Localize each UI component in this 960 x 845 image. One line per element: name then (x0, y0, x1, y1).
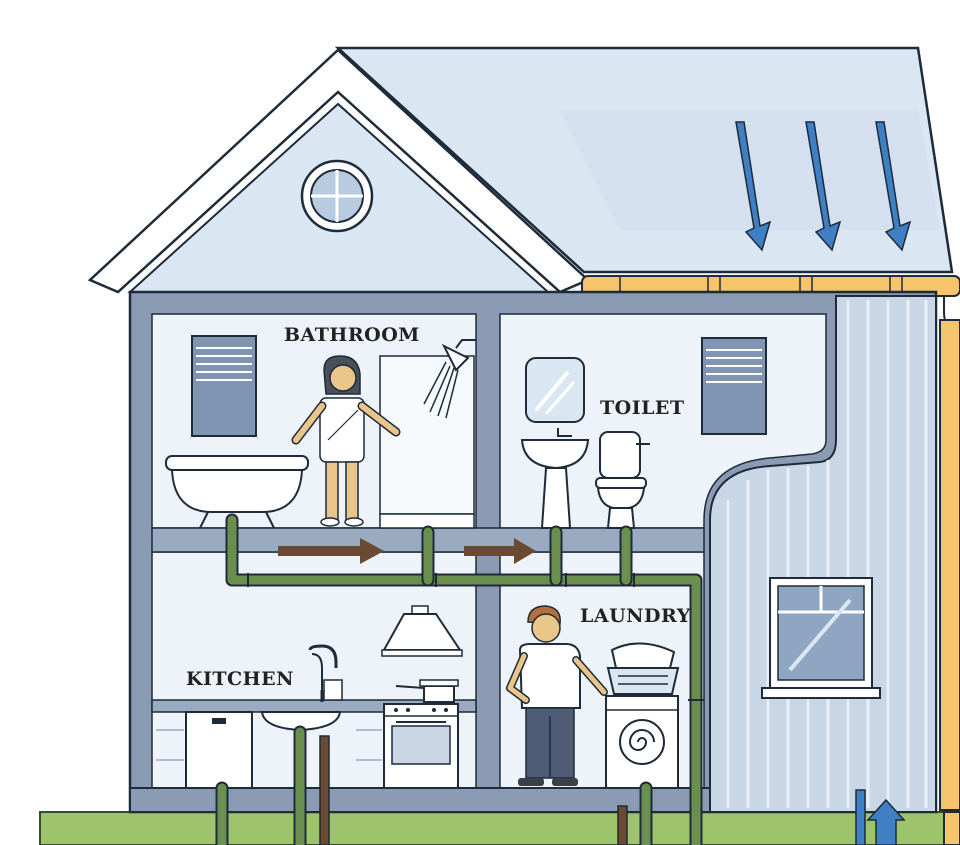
attic-window (300, 159, 374, 233)
toilet-window (701, 337, 767, 435)
label-bathroom: BATHROOM (284, 324, 420, 346)
inflow-arrow-icon (866, 798, 906, 845)
rain-arrow-icon (805, 121, 842, 252)
kitchen-counter (151, 699, 477, 789)
laundry-basket (606, 642, 680, 695)
stove-oven (383, 679, 459, 789)
toilet-bowl (595, 431, 650, 529)
person-in-towel (291, 355, 401, 527)
bathtub (165, 455, 309, 529)
downspout (939, 296, 960, 845)
supply-pipes (319, 735, 628, 845)
rain-arrows (735, 121, 912, 252)
flow-arrows (278, 538, 536, 564)
pipe-couplings (247, 573, 704, 701)
flow-arrow-icon (464, 538, 536, 564)
bathroom-window (191, 335, 257, 437)
sink-pedestal (520, 428, 590, 529)
exterior-siding (709, 295, 937, 813)
shower-head-icon (441, 343, 470, 372)
range-hood (381, 605, 463, 657)
person-laundry (506, 605, 608, 786)
washing-machine (605, 695, 679, 789)
label-kitchen: KITCHEN (186, 668, 294, 690)
label-toilet: TOILET (600, 397, 685, 419)
rain-arrow-icon (735, 121, 772, 252)
flow-arrow-icon (278, 538, 384, 564)
rain-arrow-icon (875, 121, 912, 252)
water-inlet-pipe (855, 789, 906, 845)
ground (39, 811, 960, 845)
exterior-window (761, 577, 881, 699)
label-laundry: LAUNDRY (580, 605, 691, 627)
waste-pipes (215, 513, 703, 845)
mirror (525, 357, 585, 423)
